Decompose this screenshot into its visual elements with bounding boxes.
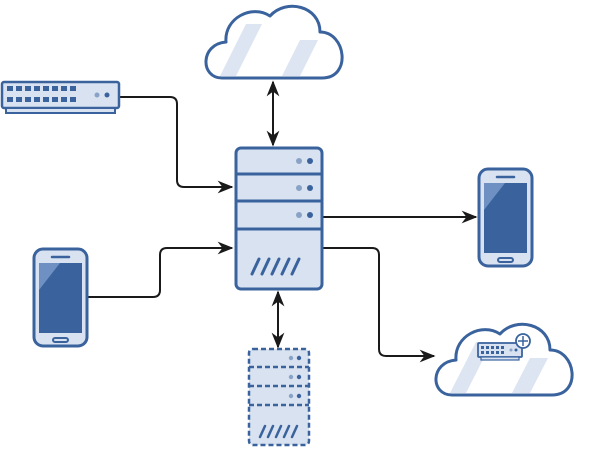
smartphone-icon xyxy=(477,167,534,268)
connection-badge-icon xyxy=(515,333,531,349)
server-icon xyxy=(234,146,324,291)
network-switch-icon xyxy=(0,80,121,114)
cloud-icon xyxy=(204,4,344,80)
connectors xyxy=(88,80,478,363)
cloud-switch-icon xyxy=(434,322,574,397)
edge-switch-server xyxy=(119,96,234,194)
smartphone-icon xyxy=(32,247,89,348)
edge-phone-left-server xyxy=(88,241,234,298)
virtual-server-icon xyxy=(247,347,311,447)
edge-server-cloud-switch xyxy=(323,247,436,363)
